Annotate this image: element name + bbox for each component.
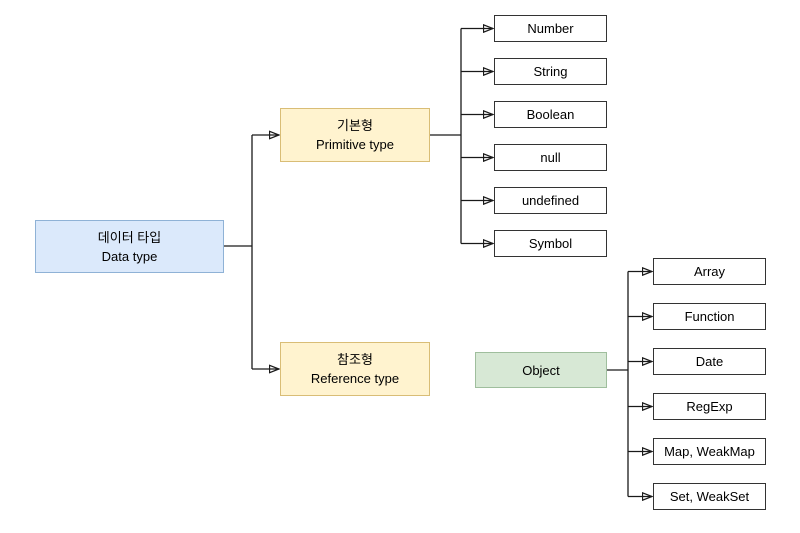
node-data-type: 데이터 타입 Data type [35,220,224,273]
node-function: Function [653,303,766,330]
node-reference-type: 참조형 Reference type [280,342,430,396]
edge-object-trunk [607,272,652,497]
node-reference-type-label-en: Reference type [310,371,400,386]
edge-primitive-trunk [430,29,493,244]
node-symbol: Symbol [494,230,607,257]
node-boolean: Boolean [494,101,607,128]
node-object-label: Object [522,362,560,378]
node-data-type-label-en: Data type [101,248,158,264]
node-null: null [494,144,607,171]
edge-root-trunk [224,135,279,369]
node-date: Date [653,348,766,375]
node-undefined: undefined [494,187,607,214]
node-primitive-type-label-en: Primitive type [315,137,395,152]
node-object: Object [475,352,607,388]
node-primitive-type: 기본형 Primitive type [280,108,430,162]
node-set-weakset: Set, WeakSet [653,483,766,510]
node-primitive-type-label-ko: 기본형 [337,118,373,133]
node-map-weakmap: Map, WeakMap [653,438,766,465]
node-array: Array [653,258,766,285]
node-reference-type-label-ko: 참조형 [337,352,373,367]
node-number: Number [494,15,607,42]
node-data-type-label-ko: 데이터 타입 [97,229,162,245]
node-string: String [494,58,607,85]
node-regexp: RegExp [653,393,766,420]
